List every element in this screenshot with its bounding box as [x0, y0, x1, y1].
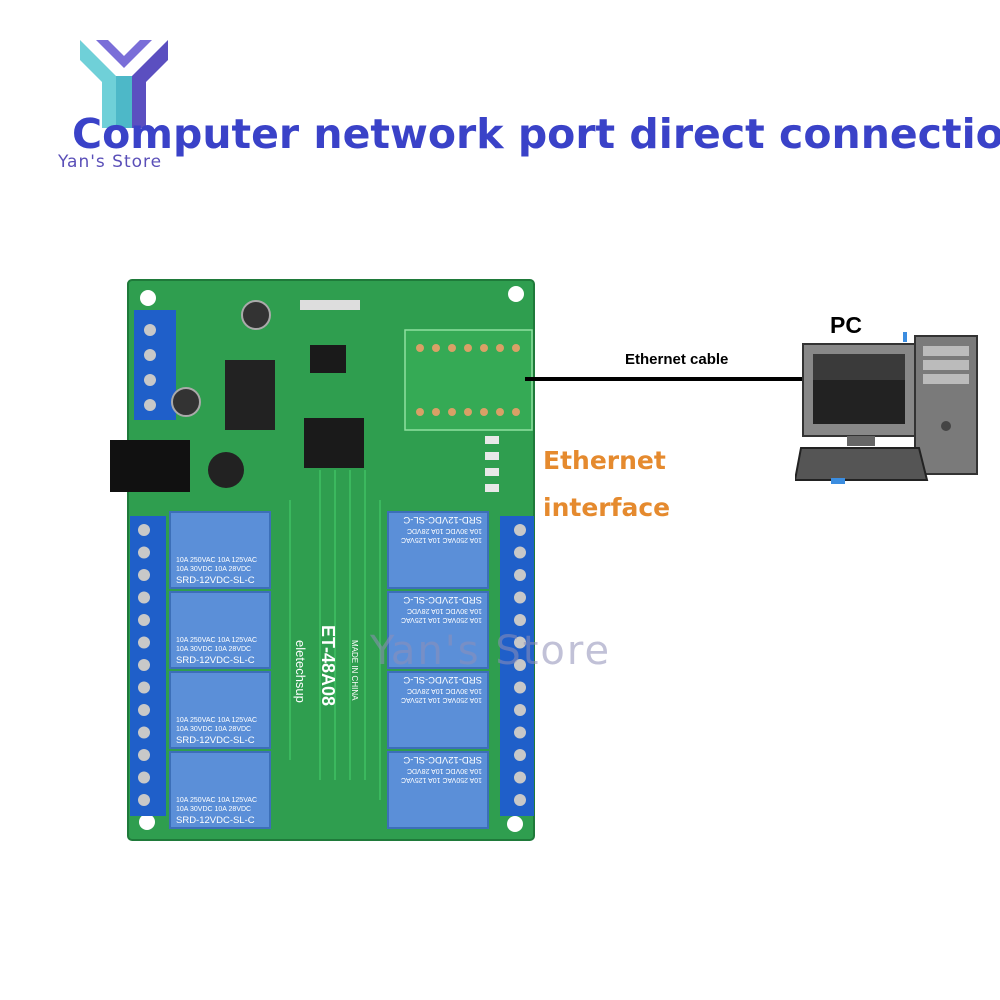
- pc-icon: [795, 332, 978, 484]
- relay-rating-2: 10A 30VDC 10A 28VDC: [176, 566, 251, 573]
- relay-model: SRD-12VDC-SL-C: [403, 754, 482, 765]
- relay-model: SRD-12VDC-SL-C: [176, 815, 255, 826]
- ethernet-interface-label: Ethernet interface: [543, 437, 670, 531]
- relay-rating-1: 10A 250VAC 10A 125VAC: [176, 637, 257, 644]
- relay-model: SRD-12VDC-SL-C: [403, 594, 482, 605]
- terminal-screw: [514, 659, 526, 671]
- relay: 10A 250VAC 10A 125VAC 10A 30VDC 10A 28VDC…: [169, 591, 271, 669]
- relay-model: SRD-12VDC-SL-C: [176, 575, 255, 586]
- terminal-screw: [514, 569, 526, 581]
- relay-model: SRD-12VDC-SL-C: [403, 674, 482, 685]
- store-name: Yan's Store: [58, 152, 163, 172]
- relay: 10A 250VAC 10A 125VAC 10A 30VDC 10A 28VDC…: [387, 511, 489, 589]
- store-watermark: Yan's Store: [370, 628, 612, 674]
- terminal-screw: [138, 591, 150, 604]
- terminal-screw: [138, 569, 150, 581]
- relay-rating-1: 10A 250VAC 10A 125VAC: [176, 717, 257, 724]
- terminal-screw: [514, 614, 526, 626]
- terminal-screw: [514, 704, 526, 716]
- relay: 10A 250VAC 10A 125VAC 10A 30VDC 10A 28VDC…: [387, 751, 489, 829]
- terminal-screw: [138, 681, 150, 694]
- relay-rating-2: 10A 30VDC 10A 28VDC: [407, 527, 482, 534]
- relay-rating-2: 10A 30VDC 10A 28VDC: [176, 726, 251, 733]
- pc-label: PC: [830, 312, 862, 338]
- terminal-screw: [514, 771, 526, 784]
- terminal-screw: [138, 771, 150, 784]
- relay-rating-2: 10A 30VDC 10A 28VDC: [176, 646, 251, 653]
- terminal-screw: [138, 659, 150, 671]
- terminal-screw: [138, 636, 150, 649]
- terminal-screw: [138, 614, 150, 626]
- relay-rating-1: 10A 250VAC 10A 125VAC: [176, 797, 257, 804]
- ethernet-interface-line2: interface: [543, 493, 671, 522]
- terminal-screw: [514, 681, 526, 694]
- relay-rating-2: 10A 30VDC 10A 28VDC: [407, 607, 482, 614]
- board-origin: MADE IN CHINA: [350, 640, 359, 701]
- terminal-screw: [138, 794, 150, 806]
- relay: 10A 250VAC 10A 125VAC 10A 30VDC 10A 28VDC…: [387, 671, 489, 749]
- terminal-screw: [514, 794, 526, 806]
- relay-rating-1: 10A 250VAC 10A 125VAC: [401, 616, 482, 623]
- terminal-screw: [514, 726, 526, 739]
- terminal-screw: [138, 546, 150, 559]
- relay-rating-1: 10A 250VAC 10A 125VAC: [401, 776, 482, 783]
- relay-model: SRD-12VDC-SL-C: [403, 514, 482, 525]
- relay: 10A 250VAC 10A 125VAC 10A 30VDC 10A 28VDC…: [387, 591, 489, 669]
- relay: 10A 250VAC 10A 125VAC 10A 30VDC 10A 28VDC…: [169, 511, 271, 589]
- terminal-screw: [514, 524, 526, 536]
- relay: 10A 250VAC 10A 125VAC 10A 30VDC 10A 28VDC…: [169, 751, 271, 829]
- relay-rating-1: 10A 250VAC 10A 125VAC: [176, 557, 257, 564]
- page-title: Computer network port direct connection: [72, 110, 1000, 158]
- terminal-screw: [138, 726, 150, 739]
- relay-rating-2: 10A 30VDC 10A 28VDC: [407, 767, 482, 774]
- relay-rating-2: 10A 30VDC 10A 28VDC: [407, 687, 482, 694]
- store-logo-icon: [80, 40, 168, 128]
- terminal-screw: [514, 749, 526, 761]
- relay-rating-2: 10A 30VDC 10A 28VDC: [176, 806, 251, 813]
- terminal-screw: [514, 636, 526, 649]
- ethernet-interface-line1: Ethernet: [543, 446, 666, 475]
- relay-rating-1: 10A 250VAC 10A 125VAC: [401, 536, 482, 543]
- board-model: ET-48A08: [318, 625, 338, 706]
- relay-model: SRD-12VDC-SL-C: [176, 735, 255, 746]
- relay-rating-1: 10A 250VAC 10A 125VAC: [401, 696, 482, 703]
- relay-model: SRD-12VDC-SL-C: [176, 655, 255, 666]
- ethernet-cable: [525, 377, 803, 381]
- terminal-screw: [138, 704, 150, 716]
- board-brand: eletechsup: [293, 640, 308, 703]
- relay: 10A 250VAC 10A 125VAC 10A 30VDC 10A 28VDC…: [169, 671, 271, 749]
- terminal-screw: [514, 591, 526, 604]
- terminal-screw: [514, 546, 526, 559]
- ethernet-cable-label: Ethernet cable: [625, 351, 729, 368]
- terminal-screw: [138, 524, 150, 536]
- terminal-screw: [138, 749, 150, 761]
